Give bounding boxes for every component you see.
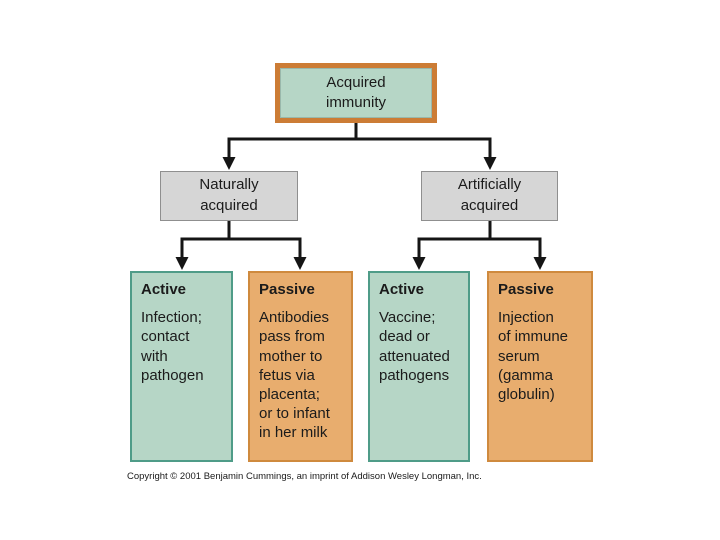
node-artificial-active: Active Vaccine; dead or attenuated patho…: [368, 271, 470, 462]
arrowhead-icon: [412, 257, 426, 270]
arrowhead-icon: [222, 157, 236, 170]
node-artificial-passive: Passive Injection of immune serum (gamma…: [487, 271, 593, 462]
leaf-title: Passive: [259, 281, 315, 298]
arrowhead-icon: [293, 257, 307, 270]
node-naturally-acquired: Naturally acquired: [160, 171, 298, 221]
leaf-title: Active: [141, 281, 187, 298]
leaf-body: Antibodies pass from mother to fetus via…: [259, 309, 330, 442]
leaf-title: Active: [379, 281, 425, 298]
arrowhead-icon: [483, 157, 497, 170]
leaf-body: Vaccine; dead or attenuated pathogens: [379, 309, 450, 384]
node-label: Naturally acquired: [199, 176, 259, 214]
node-natural-passive: Passive Antibodies pass from mother to f…: [248, 271, 353, 462]
copyright-notice: Copyright © 2001 Benjamin Cummings, an i…: [127, 471, 482, 482]
leaf-title: Passive: [498, 281, 554, 298]
arrowhead-icon: [175, 257, 189, 270]
arrowhead-icon: [533, 257, 547, 270]
node-natural-active: Active Infection; contact with pathogen: [130, 271, 233, 462]
node-acquired-immunity: Acquired immunity: [275, 63, 437, 123]
connector-lines: [180, 120, 542, 258]
node-label: Acquired immunity: [325, 74, 386, 111]
leaf-body: Infection; contact with pathogen: [141, 309, 204, 384]
leaf-body: Injection of immune serum (gamma globuli…: [498, 309, 569, 403]
node-label: Artificially acquired: [457, 176, 522, 214]
arrowheads: [175, 157, 547, 270]
node-artificially-acquired: Artificially acquired: [421, 171, 558, 221]
